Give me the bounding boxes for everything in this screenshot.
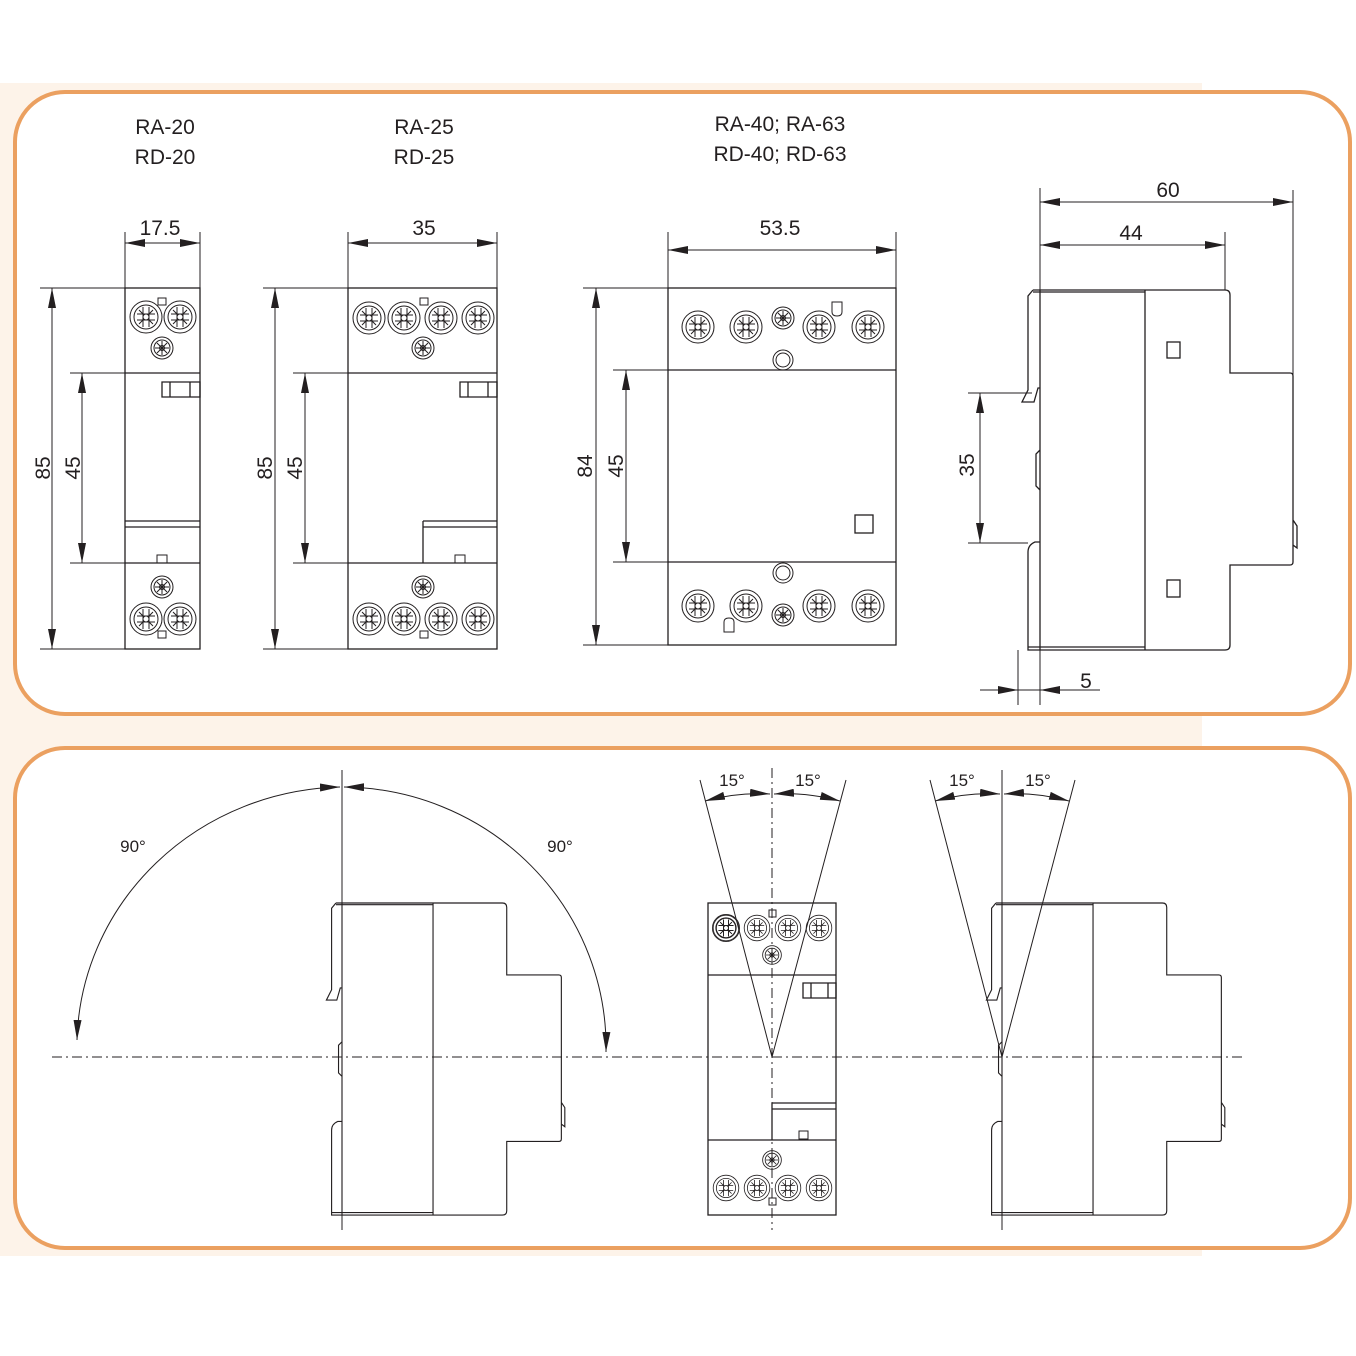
mounting-side-view-tilt bbox=[929, 770, 1226, 1230]
side-view bbox=[968, 188, 1298, 705]
model-label-ra40-ra63: RA-40; RA-63 bbox=[715, 113, 846, 136]
device-3-module-front bbox=[583, 232, 897, 646]
dim-depth-front: 44 bbox=[1119, 222, 1143, 245]
tilt-label-front-left: 15° bbox=[719, 771, 745, 790]
model-label-rd20: RD-20 bbox=[135, 146, 196, 169]
dim-window-ra20: 45 bbox=[62, 456, 85, 479]
dim-height-ra20: 85 bbox=[32, 456, 55, 479]
tilt-label-side-right: 15° bbox=[1025, 771, 1051, 790]
mounting-front-view-tilt bbox=[699, 768, 847, 1230]
dim-height-ra25: 85 bbox=[254, 456, 277, 479]
device-2-module-front bbox=[263, 232, 498, 650]
model-label-rd25: RD-25 bbox=[394, 146, 455, 169]
model-label-ra25: RA-25 bbox=[394, 116, 454, 139]
dim-rail-offset: 5 bbox=[1080, 670, 1092, 693]
dim-height-ra40: 84 bbox=[574, 454, 597, 478]
dim-din-rail: 35 bbox=[956, 453, 979, 476]
tilt-label-front-right: 15° bbox=[795, 771, 821, 790]
angle-label-right-90: 90° bbox=[547, 837, 573, 856]
mounting-side-view-rotation bbox=[73, 770, 611, 1230]
model-label-rd40-rd63: RD-40; RD-63 bbox=[713, 143, 846, 166]
dim-width-ra25: 35 bbox=[412, 217, 435, 240]
mounting-panel bbox=[13, 746, 1352, 1250]
dimensions-panel bbox=[13, 90, 1352, 716]
angle-label-left-90: 90° bbox=[120, 837, 146, 856]
model-label-ra20: RA-20 bbox=[135, 116, 195, 139]
dim-width-ra40: 53.5 bbox=[760, 217, 801, 240]
tilt-label-side-left: 15° bbox=[949, 771, 975, 790]
device-1-module-front bbox=[40, 232, 201, 650]
dim-width-ra20: 17.5 bbox=[140, 217, 181, 240]
dim-depth-total: 60 bbox=[1156, 179, 1179, 202]
dim-window-ra25: 45 bbox=[284, 456, 307, 479]
dim-window-ra40: 45 bbox=[605, 454, 628, 477]
